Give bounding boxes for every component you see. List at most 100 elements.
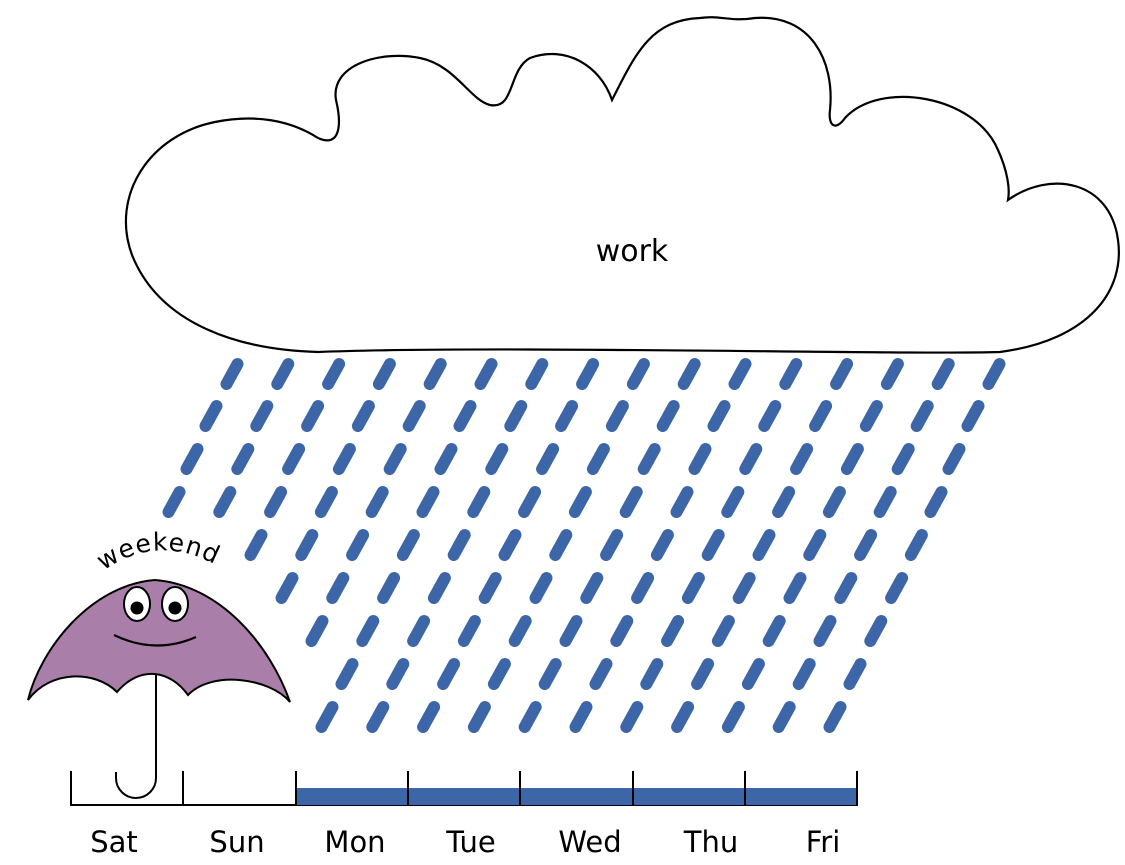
rain-drop bbox=[772, 486, 796, 518]
rain-drop bbox=[605, 400, 629, 432]
rain-drop bbox=[610, 615, 634, 647]
cloud-label: work bbox=[596, 234, 669, 269]
rain-drop bbox=[721, 486, 745, 518]
rain-drop bbox=[732, 572, 756, 604]
left-pupil bbox=[130, 601, 144, 615]
rain-drop bbox=[427, 572, 451, 604]
rain-drop bbox=[220, 358, 244, 390]
rain-drop bbox=[910, 400, 934, 432]
rain-drop bbox=[305, 615, 329, 647]
rain-drop bbox=[772, 701, 796, 733]
day-label-mon: Mon bbox=[324, 825, 385, 859]
day-label-wed: Wed bbox=[558, 825, 621, 859]
rain-drop bbox=[365, 486, 389, 518]
rain-drop bbox=[244, 529, 268, 561]
rain-drop bbox=[457, 615, 481, 647]
rain-drop bbox=[504, 400, 528, 432]
rain-drop bbox=[942, 443, 966, 475]
rain-drop bbox=[518, 486, 542, 518]
rain-drops bbox=[162, 358, 1006, 733]
rain-drop bbox=[538, 658, 562, 690]
day-label-thu: Thu bbox=[683, 825, 738, 859]
rain-drop bbox=[620, 701, 644, 733]
rain-drop bbox=[417, 701, 441, 733]
rain-drop bbox=[619, 486, 643, 518]
rain-drop bbox=[873, 486, 897, 518]
umbrella-handle bbox=[115, 667, 157, 799]
right-pupil bbox=[168, 601, 182, 615]
week-timeline: Sat Sun Mon Tue Wed Thu Fri bbox=[70, 771, 858, 859]
rain-drop bbox=[295, 529, 319, 561]
rain-drop bbox=[752, 529, 776, 561]
rain-drop bbox=[377, 572, 401, 604]
rain-drop bbox=[356, 615, 380, 647]
rain-drop bbox=[961, 400, 985, 432]
rain-drop bbox=[691, 658, 715, 690]
rain-drop bbox=[487, 658, 511, 690]
rain-drop bbox=[681, 572, 705, 604]
rain-drop bbox=[351, 400, 375, 432]
day-label-sun: Sun bbox=[209, 825, 264, 859]
rain-drop bbox=[728, 358, 752, 390]
rain-drop bbox=[275, 572, 299, 604]
rain-drop bbox=[864, 615, 888, 647]
rain-drop bbox=[568, 486, 592, 518]
rain-drop bbox=[407, 615, 431, 647]
rain-drop bbox=[250, 400, 274, 432]
rain-drop bbox=[555, 400, 579, 432]
rain-drop bbox=[650, 529, 674, 561]
day-label-sat: Sat bbox=[90, 825, 138, 859]
rain-drop bbox=[474, 358, 498, 390]
rain-drop bbox=[447, 529, 471, 561]
rain-drop bbox=[640, 658, 664, 690]
smile bbox=[113, 634, 197, 647]
rain-drop bbox=[326, 572, 350, 604]
rain-drop bbox=[231, 443, 255, 475]
rain-drop bbox=[711, 615, 735, 647]
rain-drop bbox=[803, 529, 827, 561]
rain-drop bbox=[904, 529, 928, 561]
rain-drop bbox=[626, 358, 650, 390]
rain-drop bbox=[822, 486, 846, 518]
rain-drop bbox=[589, 658, 613, 690]
rain-drop bbox=[559, 615, 583, 647]
rain-drop bbox=[670, 486, 694, 518]
rain-drop bbox=[891, 443, 915, 475]
rain-drop bbox=[434, 443, 458, 475]
rain-drop bbox=[213, 486, 237, 518]
rain-drop bbox=[366, 701, 390, 733]
rain-drop bbox=[508, 615, 532, 647]
rain-drop bbox=[569, 701, 593, 733]
rain-drop bbox=[335, 658, 359, 690]
rain-drop bbox=[854, 529, 878, 561]
rain-drop bbox=[671, 701, 695, 733]
rain-drop bbox=[809, 400, 833, 432]
rain-drop bbox=[346, 529, 370, 561]
rain-drop bbox=[396, 529, 420, 561]
rain-drop bbox=[790, 443, 814, 475]
rain-drop bbox=[792, 658, 816, 690]
rain-drop bbox=[437, 658, 461, 690]
rain-drop bbox=[576, 358, 600, 390]
rain-drop bbox=[498, 529, 522, 561]
rain-drop bbox=[199, 400, 223, 432]
rain-drop bbox=[180, 443, 204, 475]
weekend-umbrella: weekend bbox=[27, 527, 291, 799]
cloud-outline bbox=[124, 16, 1120, 354]
rain-drop bbox=[529, 572, 553, 604]
work-cloud: work bbox=[124, 16, 1120, 354]
rain-drop bbox=[423, 358, 447, 390]
rain-drop bbox=[688, 443, 712, 475]
rain-drop bbox=[661, 615, 685, 647]
rain-drop bbox=[707, 400, 731, 432]
rain-drop bbox=[518, 701, 542, 733]
rain-drop bbox=[402, 400, 426, 432]
weekday-bar bbox=[296, 788, 858, 805]
rain-drop bbox=[924, 486, 948, 518]
rain-drop bbox=[701, 529, 725, 561]
rain-drop bbox=[282, 443, 306, 475]
rain-drop bbox=[586, 443, 610, 475]
rain-drop bbox=[779, 358, 803, 390]
rain-drop bbox=[301, 400, 325, 432]
